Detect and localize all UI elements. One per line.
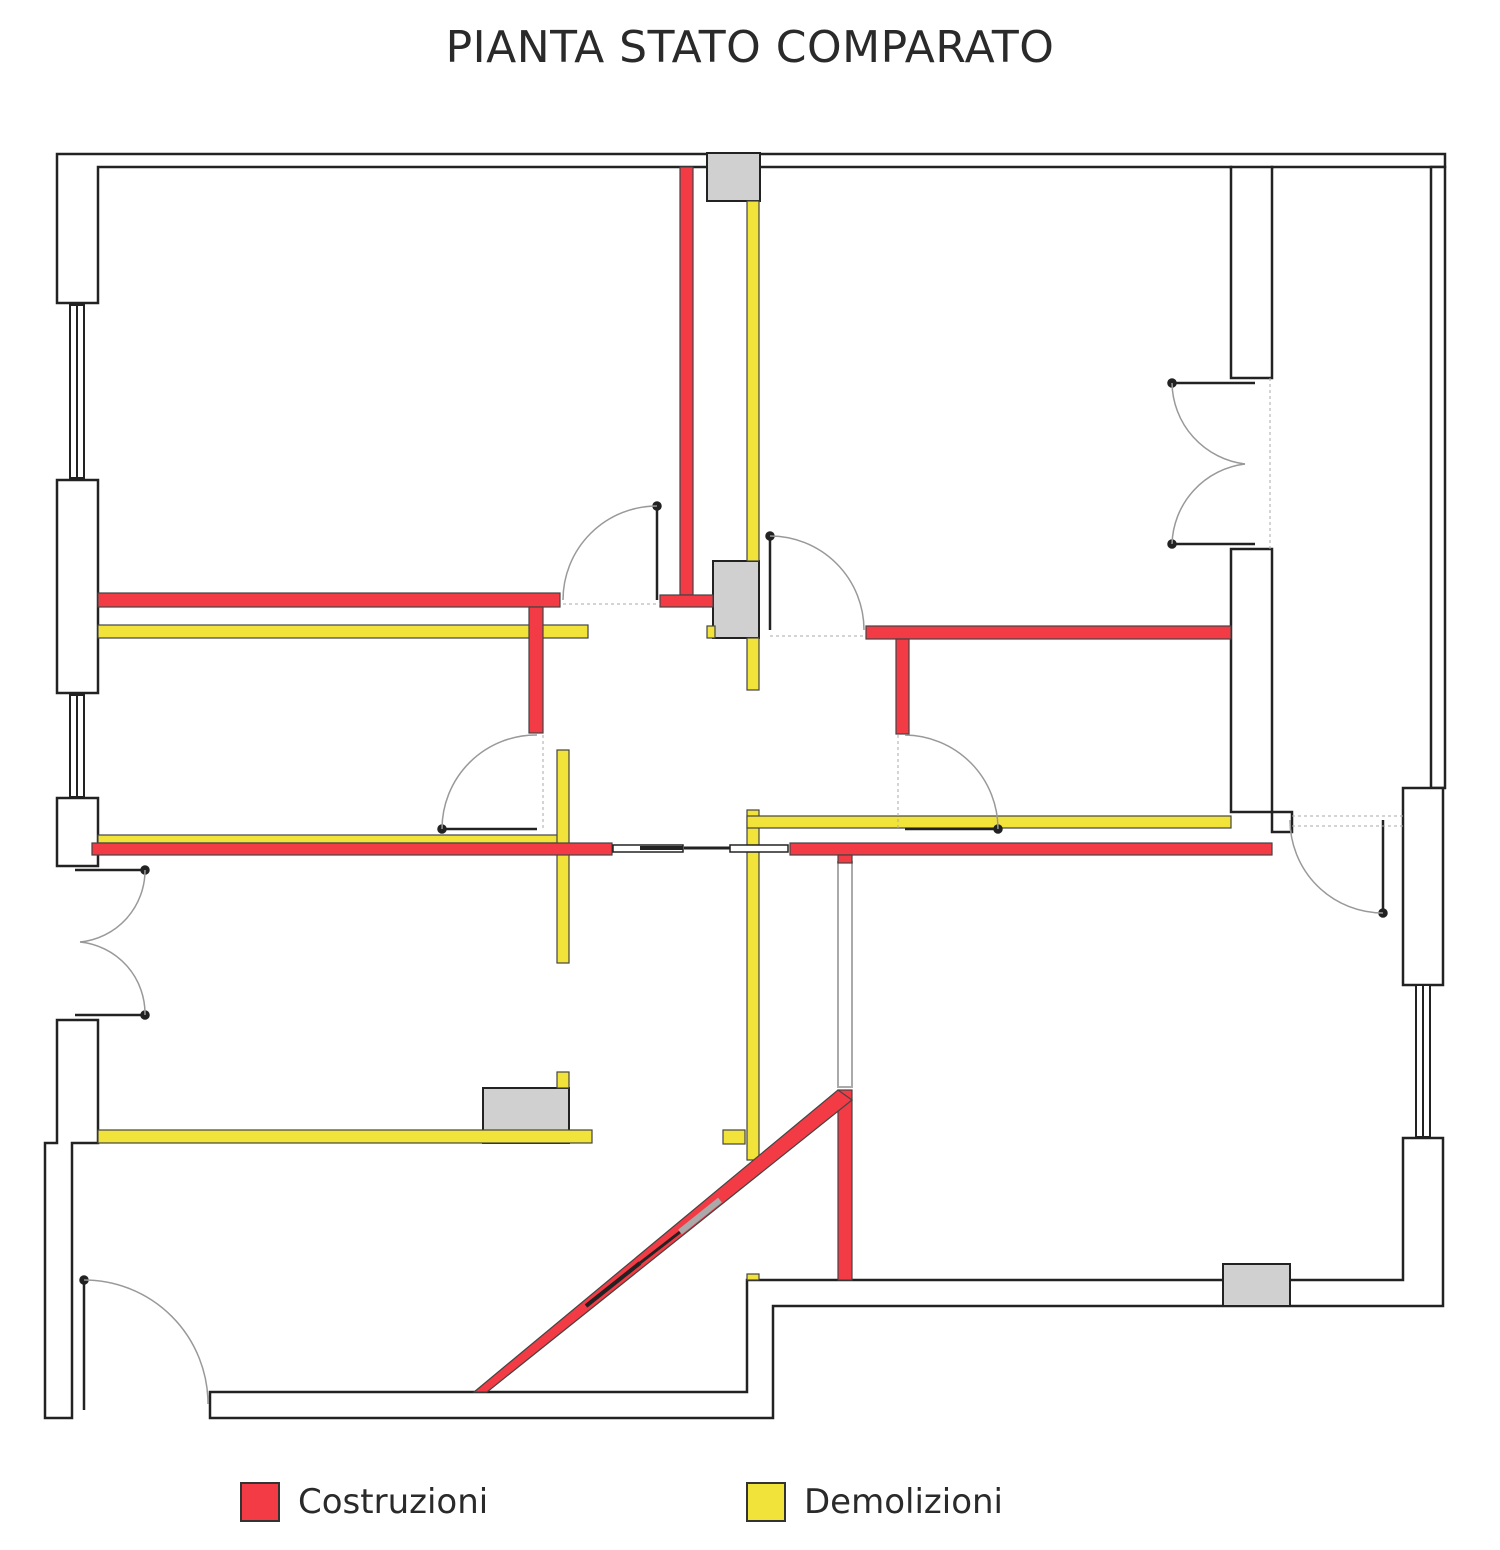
right-wall-mid <box>1229 547 1274 814</box>
left-pier-upper <box>55 478 100 695</box>
legend-label-construction: Costruzioni <box>298 1482 489 1522</box>
demo-stub-3 <box>706 625 716 639</box>
constr-right-vertical <box>895 638 910 735</box>
legend-swatch-construction <box>240 1482 280 1522</box>
legend-demolition: Demolizioni <box>746 1482 1003 1522</box>
constr-mid-stub <box>837 854 853 864</box>
demo-center-vertical <box>746 809 760 1161</box>
constructions <box>91 166 1273 1393</box>
constr-upper-vertical <box>528 606 544 734</box>
demo-vertical-shaft <box>746 200 760 562</box>
door-thresholds <box>542 378 1403 829</box>
column-center <box>712 560 760 639</box>
column-top <box>706 152 761 202</box>
demolitions <box>97 200 1232 1281</box>
constr-diagonal <box>472 1089 853 1393</box>
demo-below-column <box>746 637 760 691</box>
windows <box>69 304 1431 1138</box>
drawing-title: PIANTA STATO COMPARATO <box>445 22 1055 73</box>
column-bottom-right <box>1222 1263 1291 1307</box>
right-outer-wall <box>1429 165 1447 790</box>
constr-right-horizontal <box>865 625 1232 640</box>
legend-swatch-demolition <box>746 1482 786 1522</box>
legend-construction: Costruzioni <box>240 1482 488 1522</box>
columns <box>482 152 1291 1307</box>
constr-mid-horizontal-left <box>91 842 613 856</box>
left-lower-wall <box>43 1018 100 1420</box>
left-pier-middle <box>55 796 100 868</box>
right-stub <box>1270 810 1294 834</box>
constr-mid-horizontal-right <box>789 842 1273 856</box>
right-pier <box>1401 786 1445 987</box>
bottom-wall <box>208 1136 1445 1420</box>
demo-stub-1 <box>556 1071 570 1089</box>
demo-mid-left-horizontal <box>97 834 559 844</box>
demo-right-horizontal <box>746 815 1232 829</box>
window-central <box>837 861 853 1088</box>
demo-stub-2 <box>722 1129 746 1145</box>
doors <box>75 378 1388 1410</box>
constr-vertical-top <box>679 166 694 596</box>
right-wall-upper <box>1229 165 1274 380</box>
constr-upper-horizontal <box>97 592 561 608</box>
existing-walls <box>43 152 1447 1420</box>
legend-label-demolition: Demolizioni <box>804 1482 1004 1522</box>
demo-cross-vertical <box>556 749 570 964</box>
constr-top-link <box>659 594 714 608</box>
demo-stub-4 <box>746 1273 760 1281</box>
door-swings <box>79 382 1384 1405</box>
demo-bottom-left-horizontal <box>97 1129 593 1144</box>
demo-upper-horizontal <box>97 624 589 639</box>
constr-vertical-bottom <box>837 1089 853 1281</box>
